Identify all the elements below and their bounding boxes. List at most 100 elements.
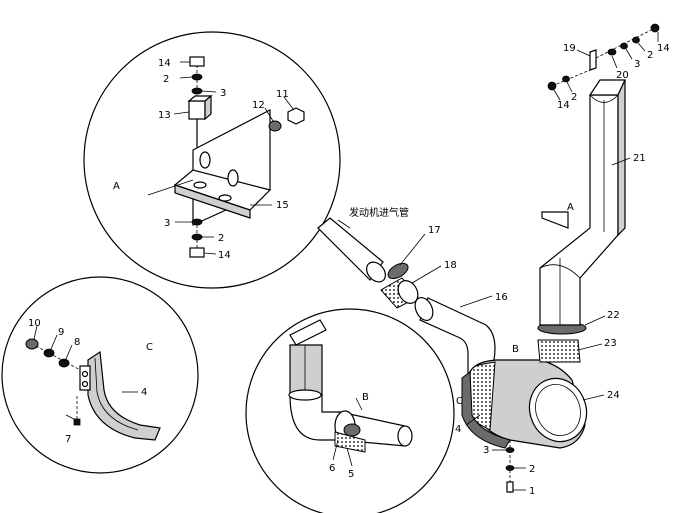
- view-label-a: A: [113, 181, 120, 192]
- detail-view-c: 10 9 8 4 7 C: [1, 276, 199, 474]
- view-label-a-main: A: [567, 202, 574, 213]
- bracket-4-c-inner: [94, 357, 139, 431]
- label-18: 18: [444, 260, 457, 271]
- washer-2-top-right: [632, 36, 640, 44]
- washer-3-top-right: [620, 42, 628, 50]
- leader-a-view: [147, 179, 194, 196]
- label-2-top: 2: [163, 74, 169, 85]
- label-20: 20: [616, 70, 629, 81]
- tab-hole-1: [81, 370, 89, 378]
- label-6: 6: [329, 463, 335, 474]
- tab-hole-2: [81, 380, 89, 388]
- label-2-bottom: 2: [218, 233, 224, 244]
- leader-12: [264, 107, 274, 122]
- hose-clamp-17: [387, 262, 409, 280]
- nut-10: [25, 338, 39, 350]
- air-filter-24-cover: [528, 377, 588, 443]
- label-2-top-right: 2: [647, 50, 653, 61]
- washer-3-bottom: [191, 218, 203, 226]
- leader-5: [346, 447, 353, 467]
- plate-19: [589, 49, 597, 71]
- bolt-7: [73, 418, 81, 426]
- clamp-block-13-side: [204, 94, 212, 121]
- leader-3-top-right: [625, 48, 633, 60]
- detail-circle-a: [83, 31, 341, 289]
- leader-3-top: [201, 90, 217, 93]
- washer-3-main: [505, 447, 515, 453]
- label-22: 22: [607, 310, 620, 321]
- rubber-hose-18-end: [397, 280, 419, 304]
- label-8: 8: [74, 337, 80, 348]
- leader-10: [33, 325, 38, 340]
- washer-20: [607, 48, 617, 56]
- washer-2-left: [562, 75, 570, 83]
- riser-bracket-a: [541, 211, 569, 229]
- bolt-1-main: [506, 481, 514, 493]
- leader-11: [283, 96, 295, 111]
- leader-23: [577, 343, 603, 351]
- washer-2-top: [191, 73, 203, 81]
- leader-14-left: [553, 89, 561, 101]
- engine-intake-pipe: [317, 217, 384, 281]
- nut-14-bottom: [189, 247, 205, 258]
- label-17: 17: [428, 225, 441, 236]
- label-4-c: 4: [141, 387, 147, 398]
- label-3-top: 3: [220, 88, 226, 99]
- label-7: 7: [65, 434, 71, 445]
- riser-21-side: [617, 79, 626, 237]
- leader-17: [399, 233, 426, 266]
- leader-2-left: [566, 81, 573, 93]
- view-label-b: B: [362, 392, 369, 403]
- rubber-connector-23: [537, 339, 581, 363]
- label-2-left: 2: [571, 92, 577, 103]
- bracket-hole-1: [199, 151, 211, 169]
- engine-intake-pipe-end: [366, 261, 386, 283]
- leader-2-top-right: [637, 42, 646, 52]
- bolt-axis-top: [595, 27, 656, 59]
- leader-14-bottom: [203, 252, 217, 255]
- elbow-pipe-16-end: [414, 297, 434, 321]
- leader-18: [411, 265, 442, 284]
- bracket-15-edge: [174, 184, 251, 219]
- detail-circle-c: [1, 276, 199, 474]
- label-14-left: 14: [557, 100, 570, 111]
- label-19: 19: [563, 43, 576, 54]
- label-21: 21: [633, 153, 646, 164]
- leader-19: [576, 49, 591, 57]
- label-2-main: 2: [529, 464, 535, 475]
- detail-view-b: 5 6 B: [245, 308, 455, 513]
- label-14-bottom: 14: [218, 250, 231, 261]
- leader-20: [611, 55, 618, 69]
- label-10: 10: [28, 318, 41, 329]
- label-5: 5: [348, 469, 354, 480]
- nut-14-top-right: [650, 23, 660, 33]
- engine-intake-pipe-label: 发动机进气管: [349, 206, 409, 219]
- leader-engine-pipe: [337, 219, 351, 229]
- pipe-b-end: [397, 425, 413, 447]
- pipe-b-vertical: [289, 344, 323, 396]
- bracket-4-c: [87, 350, 161, 441]
- label-3-top-right: 3: [634, 59, 640, 70]
- leader-7: [65, 414, 77, 421]
- bracket-hole-2: [227, 169, 239, 187]
- washer-8: [58, 358, 70, 368]
- pipe-b-joint: [288, 389, 322, 401]
- leader-13: [173, 111, 190, 115]
- leader-2-top: [179, 76, 193, 79]
- view-label-c: C: [146, 342, 153, 353]
- nut-11: [287, 107, 305, 125]
- label-24: 24: [607, 390, 620, 401]
- washer-2-main: [505, 465, 515, 471]
- label-16: 16: [495, 292, 508, 303]
- label-3-main: 3: [483, 445, 489, 456]
- label-15: 15: [276, 200, 289, 211]
- air-filter-24-cover-ring: [535, 384, 581, 436]
- washer-2-bottom: [191, 233, 203, 241]
- label-12: 12: [252, 100, 265, 111]
- label-23: 23: [604, 338, 617, 349]
- bracket-hole-3: [193, 181, 207, 189]
- detail-circle-b: [245, 308, 455, 513]
- main-assembly: 发动机进气管 17 18 16 24 4 C B: [317, 23, 670, 497]
- label-11: 11: [276, 89, 289, 100]
